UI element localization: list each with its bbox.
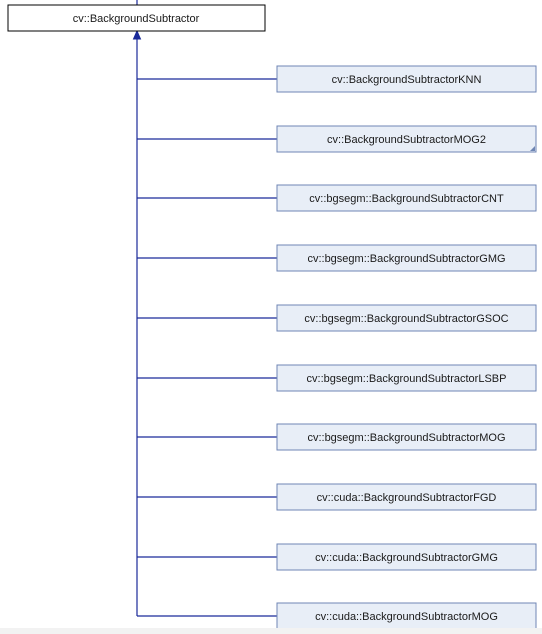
derived-class-label: cv::bgsegm::BackgroundSubtractorGMG xyxy=(307,253,505,265)
derived-class-node[interactable]: cv::bgsegm::BackgroundSubtractorMOG xyxy=(276,423,537,451)
derived-class-label: cv::bgsegm::BackgroundSubtractorMOG xyxy=(307,432,505,444)
inheritance-arrowhead xyxy=(132,29,142,40)
derived-class-label: cv::cuda::BackgroundSubtractorMOG xyxy=(315,611,498,623)
inheritance-edges xyxy=(132,0,277,617)
derived-class-node[interactable]: cv::bgsegm::BackgroundSubtractorCNT xyxy=(276,184,537,212)
derived-class-box xyxy=(276,304,537,332)
derived-class-node[interactable]: cv::BackgroundSubtractorKNN xyxy=(276,65,537,93)
derived-class-node[interactable]: cv::BackgroundSubtractorMOG2 xyxy=(276,125,537,153)
derived-class-node[interactable]: cv::bgsegm::BackgroundSubtractorGMG xyxy=(276,244,537,272)
derived-class-label: cv::bgsegm::BackgroundSubtractorCNT xyxy=(309,193,504,205)
derived-class-label: cv::BackgroundSubtractorKNN xyxy=(332,74,482,86)
derived-class-box xyxy=(276,244,537,272)
derived-class-box xyxy=(276,184,537,212)
derived-class-node[interactable]: cv::bgsegm::BackgroundSubtractorLSBP xyxy=(276,364,537,392)
base-class-box xyxy=(7,4,266,32)
derived-class-node[interactable]: cv::bgsegm::BackgroundSubtractorGSOC xyxy=(276,304,537,332)
derived-class-box xyxy=(276,65,537,93)
more-subclasses-marker xyxy=(530,146,535,151)
derived-class-box xyxy=(276,483,537,511)
derived-class-box xyxy=(276,364,537,392)
derived-class-label: cv::cuda::BackgroundSubtractorGMG xyxy=(315,552,498,564)
derived-class-label: cv::bgsegm::BackgroundSubtractorGSOC xyxy=(304,313,508,325)
derived-class-label: cv::bgsegm::BackgroundSubtractorLSBP xyxy=(307,373,507,385)
derived-class-label: cv::BackgroundSubtractorMOG2 xyxy=(327,134,486,146)
derived-class-node[interactable]: cv::cuda::BackgroundSubtractorFGD xyxy=(276,483,537,511)
derived-class-label: cv::cuda::BackgroundSubtractorFGD xyxy=(317,492,497,504)
base-class-node[interactable]: cv::BackgroundSubtractor xyxy=(7,4,266,32)
derived-class-nodes: cv::BackgroundSubtractorKNNcv::Backgroun… xyxy=(276,65,537,630)
derived-class-node[interactable]: cv::cuda::BackgroundSubtractorGMG xyxy=(276,543,537,571)
derived-class-box xyxy=(276,602,537,630)
bottom-strip xyxy=(0,628,542,634)
derived-class-box xyxy=(276,125,537,153)
derived-class-node[interactable]: cv::cuda::BackgroundSubtractorMOG xyxy=(276,602,537,630)
base-class-label: cv::BackgroundSubtractor xyxy=(73,13,200,25)
derived-class-box xyxy=(276,543,537,571)
derived-class-box xyxy=(276,423,537,451)
